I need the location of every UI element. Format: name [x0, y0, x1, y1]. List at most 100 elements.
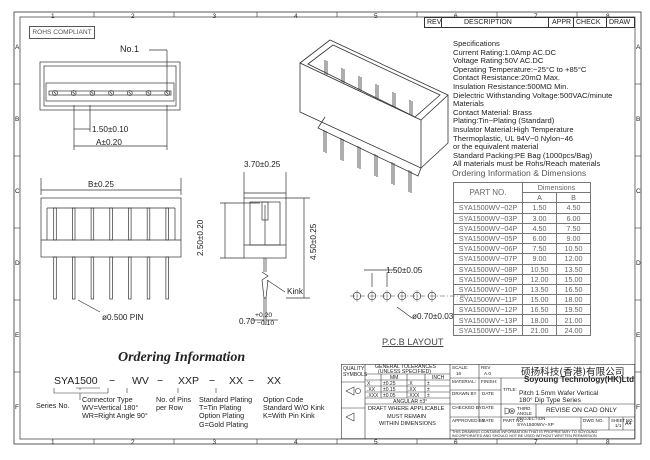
row-label: F	[636, 404, 640, 411]
spec-line: Contact Material: Brass	[453, 107, 532, 117]
column-label: 1	[51, 12, 55, 20]
tolerance-cell: .XX	[367, 387, 376, 393]
sheet-label: SHEET NO.	[611, 418, 634, 423]
title-block-grid	[341, 364, 635, 439]
spec-line: Dielectric Withstanding Voltage:500VAC/m…	[453, 90, 613, 100]
top-view	[39, 49, 181, 150]
spec-line: All materials must be Rohs/Reach materia…	[453, 159, 601, 169]
pin-length-plus: +0.20	[255, 312, 273, 319]
conn-type-label: Connector Type	[82, 395, 133, 404]
drawn-date-label: DATE	[482, 391, 494, 396]
checked-date-label: DATE	[482, 405, 494, 410]
ordering-pins: No. of Pins per Row	[156, 395, 192, 413]
tolerance-cell: ±0.15	[383, 387, 396, 393]
rohs-label: ROHS COMPLIANT	[32, 29, 92, 36]
tolerance-cell: X	[367, 381, 371, 387]
third-angle-label: THIRD ANGLE PROJECTION	[517, 406, 546, 421]
column-label: 1	[51, 438, 55, 446]
no1-label: No.1	[120, 44, 140, 54]
row-label: B	[15, 116, 20, 123]
part-no-label: PART NO.	[503, 418, 525, 423]
ordering-option: Option Code Standard W/O Kink K=With Pin…	[263, 395, 325, 421]
plating-tin: T=Tin Plating	[199, 403, 242, 413]
title-line-2: 180° Dip Type Series	[519, 397, 581, 404]
rev-value: A.0	[484, 371, 491, 376]
rev-label: REV	[481, 365, 491, 370]
column-label: 2	[131, 438, 135, 446]
tolerance-cell: .XXX	[367, 393, 379, 399]
dim-b-cell: 24.00	[556, 324, 591, 336]
inch-header: INCH	[432, 375, 445, 381]
revision-header: REV DESCRIPTION APPR CHECK DRAW	[424, 17, 635, 29]
material-label: MATERIAL:	[452, 379, 476, 384]
row-label: D	[636, 260, 641, 267]
ordering-conn-type: Connector Type WV=Vertical 180° WR=Right…	[82, 395, 148, 421]
row-label: D	[15, 260, 20, 267]
tolerance-cell: ±	[427, 381, 430, 387]
description-col: DESCRIPTION	[464, 19, 512, 26]
pins-per-row: per Row	[156, 403, 183, 413]
draw-col: DRAW	[609, 19, 631, 26]
scale-label: SCALE:	[452, 365, 469, 370]
must-remain-2: WITHIN DIMENSIONS	[379, 421, 436, 427]
spec-line: Specifications	[453, 39, 500, 48]
row-label: C	[636, 188, 641, 195]
row-label: B	[636, 116, 641, 123]
scale-value: 16	[456, 371, 462, 376]
tolerance-cell: ±0.25	[383, 381, 396, 387]
code-pins: XXP	[178, 375, 200, 387]
angular-tolerance: ANGULAR ±3°	[393, 399, 428, 405]
symbols-label: SYMBOLS	[343, 372, 368, 378]
check-col: CHECK	[576, 19, 601, 26]
code-dash-1: −	[109, 375, 116, 387]
column-label: 6	[454, 12, 458, 20]
size-value: A4	[625, 421, 632, 427]
isometric-view	[299, 39, 449, 193]
code-type: WV	[132, 375, 149, 387]
conn-type-right-angle: WR=Right Angle 90°	[82, 411, 148, 421]
appr-col: APPR	[552, 19, 572, 26]
plating-label: Standard Plating	[199, 395, 253, 404]
spec-line: Standard Packing:PE Bag (1000pcs/Bag)	[453, 150, 593, 160]
conn-type-vertical: WV=Vertical 180°	[82, 403, 139, 413]
spec-line: Materials	[453, 99, 484, 109]
plating-gold: G=Gold Plating	[199, 419, 248, 429]
pins-label: No. of Pins	[156, 395, 192, 404]
pin-length-minus: −0.10	[257, 320, 275, 327]
row-label: F	[15, 404, 19, 411]
option-label: Option Code	[263, 395, 304, 404]
column-label: 3	[212, 438, 217, 446]
option-standard: Standard W/O Kink	[263, 403, 325, 413]
tolerance-cell: ±	[427, 393, 430, 399]
column-label: 8	[606, 438, 610, 446]
column-label: 5	[374, 438, 378, 446]
column-label: 7	[534, 12, 538, 20]
revise-note: REVISE ON CAD ONLY	[546, 407, 617, 414]
title-line-1: Pitch 1.5mm Wafer Vertical	[519, 390, 599, 397]
spec-line: or the equivalent material	[453, 142, 539, 152]
ordering-plating: Standard Plating T=Tin Plating Option Pl…	[199, 395, 253, 429]
finish-label: FINISH:	[481, 379, 498, 384]
spec-line: Thermoplastic, UL 94V−0 Nylon−46	[453, 133, 574, 143]
company-name-en: Soyoung Technology(HK)Ltd	[524, 375, 635, 384]
front-view	[40, 178, 182, 313]
dimensions-heading: Ordering Information & Dimensions	[452, 168, 587, 178]
code-series: SYA1500	[54, 375, 98, 387]
drawn-label: DRAWN BY	[452, 391, 477, 396]
spec-line: Operating Temperature:−25°C to +85°C	[453, 64, 587, 74]
rev-col: REV	[427, 19, 442, 26]
spec-line: Insulator Material:High Temperature	[453, 124, 574, 134]
kink-label: Kink	[287, 287, 303, 296]
dwg-no-label: DWG NO.	[583, 418, 604, 423]
width-dim: 3.70±0.25	[244, 160, 281, 169]
column-label: 4	[294, 12, 298, 20]
must-remain-1: MUST REMAIN	[387, 414, 427, 420]
option-kink: K=With Pin Kink	[263, 411, 315, 421]
company-name-cn: 硕扬科技(香港)有限公司	[521, 367, 625, 378]
code-option: XX	[267, 375, 282, 387]
spec-line: Current Rating:1.0Amp AC.DC	[453, 47, 556, 57]
row-label: A	[636, 44, 641, 51]
